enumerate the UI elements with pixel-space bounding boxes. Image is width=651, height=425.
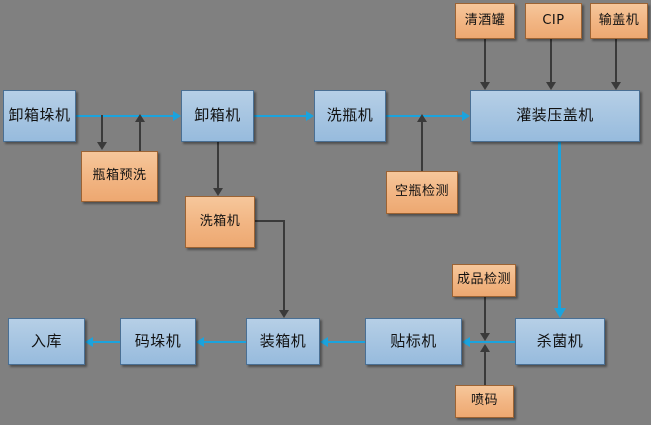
node-label: CIP [542, 12, 565, 28]
node-label: 入库 [30, 331, 62, 350]
node-label: 卸箱垛机 [8, 106, 71, 125]
node-label: 喷码 [470, 393, 498, 409]
node-label: 贴标机 [390, 331, 437, 350]
node-label: 卸箱机 [194, 106, 241, 125]
node-caser[interactable]: 装箱机 [246, 318, 320, 365]
node-label: 灌装压盖机 [516, 106, 594, 125]
node-inkjet-coder[interactable]: 喷码 [455, 385, 514, 418]
node-prewash[interactable]: 瓶箱预洗 [81, 151, 158, 202]
node-label: 清酒罐 [464, 12, 506, 28]
node-warehouse[interactable]: 入库 [8, 318, 85, 365]
node-palletizer[interactable]: 码垛机 [120, 318, 196, 365]
node-label: 杀菌机 [536, 331, 584, 350]
node-label: 洗箱机 [199, 213, 241, 229]
node-bright-beer-tank[interactable]: 清酒罐 [455, 3, 515, 39]
node-cip[interactable]: CIP [525, 3, 582, 39]
node-unstacker[interactable]: 卸箱垛机 [3, 90, 76, 142]
node-label: 瓶箱预洗 [92, 168, 147, 184]
node-product-inspection[interactable]: 成品检测 [452, 264, 516, 297]
node-filler-capper[interactable]: 灌装压盖机 [470, 90, 640, 142]
node-crate-washer[interactable]: 洗箱机 [185, 196, 255, 248]
node-uncaser[interactable]: 卸箱机 [181, 90, 254, 142]
node-label: 输盖机 [598, 12, 640, 28]
node-cap-feeder[interactable]: 输盖机 [590, 3, 648, 39]
node-labeler[interactable]: 贴标机 [365, 318, 462, 365]
node-label: 洗瓶机 [326, 106, 374, 125]
node-label: 码垛机 [134, 331, 182, 350]
node-label: 空瓶检测 [394, 184, 449, 200]
node-bottle-washer[interactable]: 洗瓶机 [314, 90, 386, 142]
node-label: 成品检测 [456, 272, 511, 288]
node-pasteurizer[interactable]: 杀菌机 [515, 318, 605, 365]
node-empty-bottle-inspection[interactable]: 空瓶检测 [386, 171, 458, 214]
node-label: 装箱机 [259, 331, 307, 350]
